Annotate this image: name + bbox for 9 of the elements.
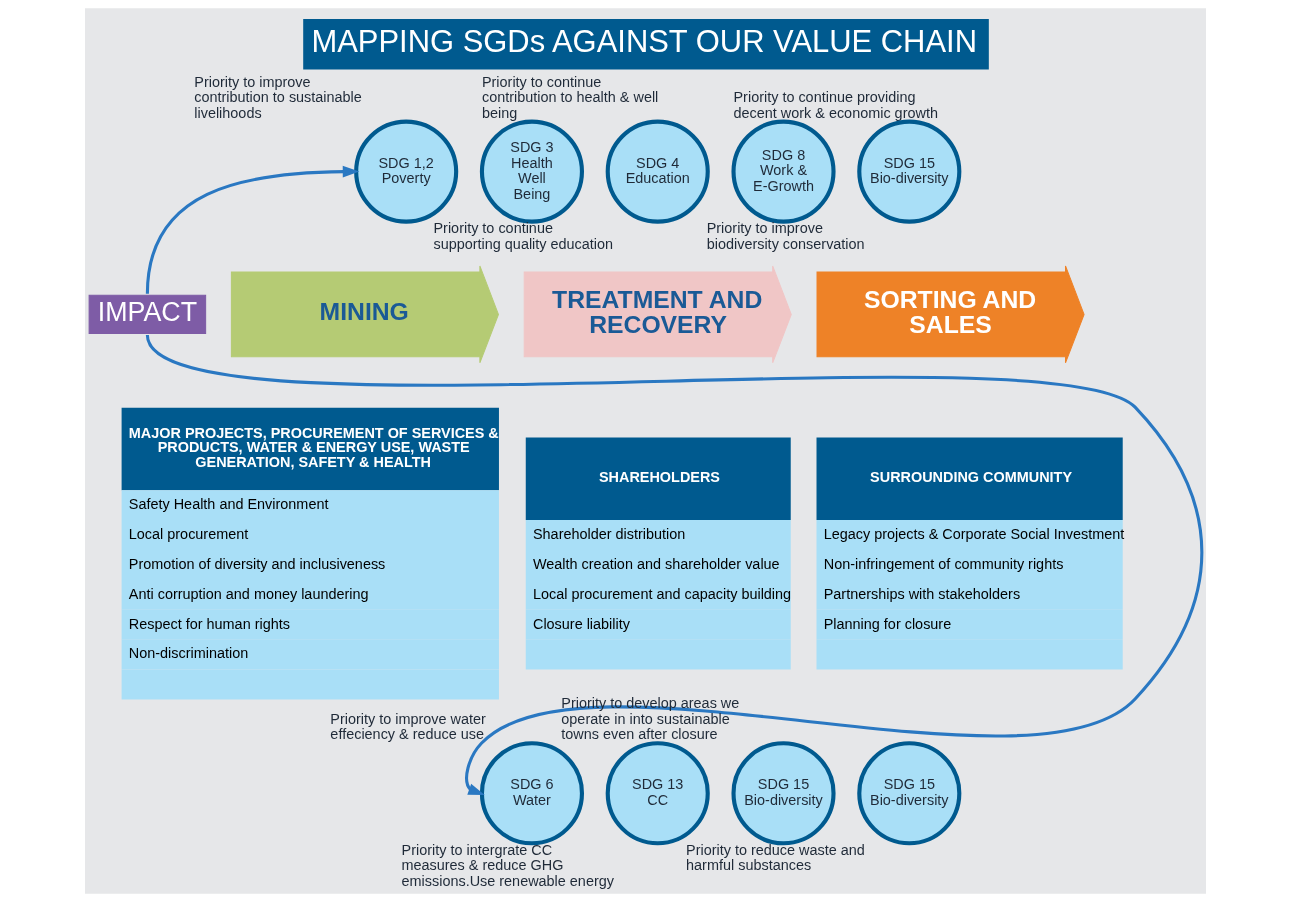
diagram-title: MAPPING SGDs AGAINST OUR VALUE CHAIN bbox=[311, 23, 977, 59]
node-label: Priority to improve water effeciency & reduce use bbox=[330, 710, 486, 743]
arrow bbox=[145, 165, 360, 294]
node-box: IMPACT bbox=[88, 294, 207, 334]
node-circle: SDG 6 Water bbox=[479, 741, 584, 846]
node-circle: SDG 4 Education bbox=[605, 119, 710, 224]
node-label: Priority to improve contribution to sustainable livelihoods bbox=[194, 73, 362, 121]
node-label: Priority to continue providing decent work & economic growth bbox=[733, 89, 938, 121]
node-label: Priority to continue contribution to health & well being bbox=[481, 73, 659, 121]
